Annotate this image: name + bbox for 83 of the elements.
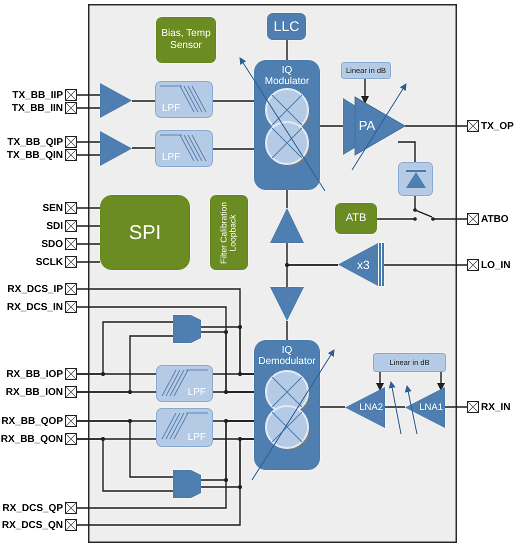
block-label: LPF [188,387,206,398]
arrow [376,372,384,391]
arrow [361,79,369,104]
block-label: LPF [162,152,180,163]
block-label: x3 [357,258,370,272]
signal-line [77,154,100,156]
pin-label: RX_BB_IOP [6,368,63,380]
signal-line [286,190,288,208]
iq-mixer-block [254,340,320,470]
block-label: LPF [188,432,206,443]
block-label: LNA1 [419,402,443,412]
pin-label: SDO [41,238,63,250]
signal-line [445,406,467,408]
signal-line [132,100,155,102]
signal-line [77,107,100,109]
signal-line [286,321,288,340]
pin-label: RX_BB_QON [0,434,63,444]
pin-label: RX_DCS_QP [2,502,63,514]
signal-line [77,306,254,393]
pin-label: TX_BB_QIP [7,136,63,148]
pin-label: TX_BB_QIN [6,150,63,160]
signal-line [77,420,254,509]
block-label: ATB [346,212,366,226]
block-label: Filter Calibration Loopback [220,200,238,266]
block-label: IQ Demodulator [257,345,317,367]
signal-line [132,147,155,149]
signal-line [320,406,345,408]
pin-label: ATBO [481,214,509,224]
pin-label: TX_BB_IIP [12,90,63,100]
sensor-block [156,17,216,63]
signal-line [320,125,343,127]
pin-label: TX_OP [481,120,514,132]
signal-line [384,264,467,266]
pin-label: RX_IN [481,402,510,412]
block-label: LPF [162,103,180,114]
block-label: SPI [128,220,162,244]
signal-line [433,218,467,220]
signal-line [77,225,100,227]
block-label: LNA2 [359,402,383,412]
signal-line [77,207,100,209]
pin-label: SCLK [36,256,63,268]
signal-line [77,438,254,526]
signal-line [77,321,173,375]
pin-label: RX_BB_ION [6,386,63,398]
block-label: PA [358,118,376,133]
pin-label: LO_IN [481,260,510,270]
loopback-block [210,195,248,270]
block-label: IQ Modulator [264,65,310,87]
pin-label: RX_DCS_QN [2,520,63,530]
signal-line [405,125,467,127]
signal-line [377,218,415,220]
block-label: LLC [274,18,300,35]
signal-line [213,100,254,102]
signal-line [77,335,173,393]
pin-label: RX_DCS_IP [7,284,63,294]
gain-control-box [373,353,446,372]
atb-block [335,203,377,234]
signal-line [77,288,254,375]
signal-line [77,94,100,96]
signal-line [286,264,338,287]
signal-line [286,40,288,60]
spi-block [100,195,190,270]
signal-line [77,438,173,492]
signal-line [398,141,416,162]
gain-control-box [341,62,391,79]
block-label: Bias, Temp Sensor [160,28,212,52]
pin-label: SDI [46,220,63,232]
signal-line [213,148,254,150]
detector-box [398,162,433,196]
pin-label: RX_DCS_IN [6,302,63,312]
signal-line [77,420,173,478]
signal-line [414,196,416,210]
iq-mixer-block [254,60,320,190]
pin-label: RX_BB_QOP [1,416,63,426]
arrow [437,372,445,391]
llc-block [267,13,306,40]
pin-label: SEN [42,202,63,214]
pin-label: TX_BB_IIN [12,102,63,114]
signal-line [77,243,100,245]
signal-line [77,141,100,143]
signal-line [385,406,405,408]
chip-outline [88,4,457,543]
signal-line [77,261,100,263]
